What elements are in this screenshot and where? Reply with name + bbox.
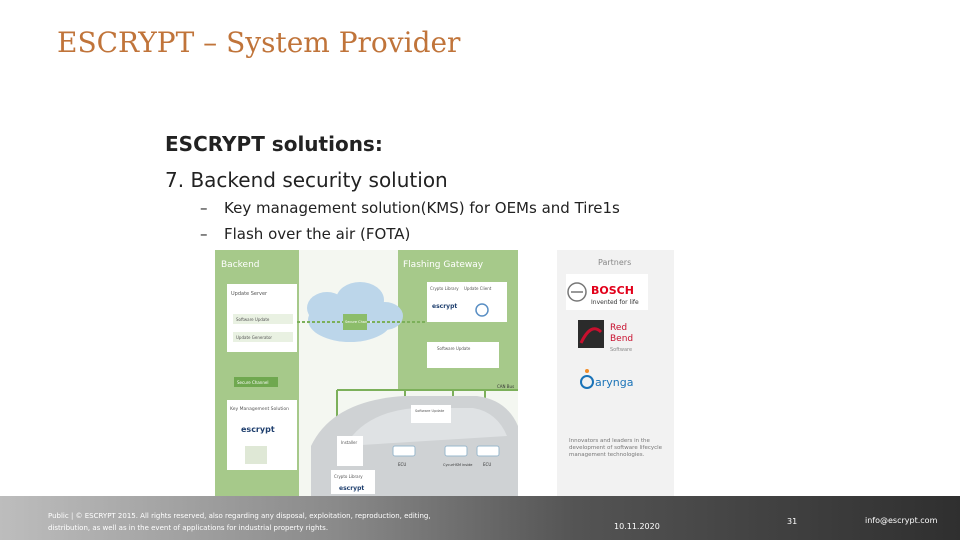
bosch-logo-icon	[567, 282, 587, 302]
backend-software-update: Software Update	[236, 317, 270, 322]
red-bend-logo-icon	[578, 320, 604, 348]
red-bend-line1: Red	[610, 323, 627, 333]
footer-legal-line1: Public | © ESCRYPT 2015. All rights rese…	[48, 512, 431, 520]
secure-channel-bar	[234, 377, 278, 387]
bullet-dash: –	[200, 199, 208, 217]
arynga-logo-icon	[580, 369, 594, 389]
footer-email: info@escrypt.com	[865, 516, 938, 525]
bullet-dash: –	[200, 225, 208, 243]
partners-title: Partners	[598, 258, 631, 267]
ecu-mid-label: CycurHSM inside	[443, 463, 472, 467]
crypto-library-label: Crypto Library	[430, 286, 459, 291]
partners-panel: Partners BOSCH Invented for life Red Ben…	[557, 250, 674, 496]
ecu-chip-icon	[392, 445, 500, 457]
bullet-fota-text: Flash over the air (FOTA)	[224, 225, 411, 243]
gateway-escrypt-logo: escrypt	[432, 303, 457, 310]
bosch-name: BOSCH	[591, 284, 634, 297]
ecu-left-label: ECU	[398, 462, 406, 467]
bullet-kms-text: Key management solution(KMS) for OEMs an…	[224, 199, 620, 217]
secure-channel-label: Secure Channel	[237, 380, 268, 385]
car-software-update-label: Software Update	[415, 409, 444, 413]
fota-architecture-diagram: Backend Update Server Software Update Up…	[215, 250, 518, 496]
arynga-name: arynga	[595, 376, 633, 389]
ecu-right-label: ECU	[483, 462, 491, 467]
flashing-gateway-label: Flashing Gateway	[403, 260, 484, 270]
gateway-software-update-label: Software Update	[437, 346, 471, 351]
bullet-kms: –Key management solution(KMS) for OEMs a…	[200, 199, 620, 217]
red-bend-line3: Software	[610, 347, 632, 353]
red-bend-line2: Bend	[610, 334, 633, 344]
footer-legal: Public | © ESCRYPT 2015. All rights rese…	[48, 510, 431, 534]
update-server-label: Update Server	[231, 291, 268, 297]
partners-description: Innovators and leaders in the developmen…	[569, 438, 663, 458]
footer-legal-line2: distribution, as well as in the event of…	[48, 524, 329, 532]
car-escrypt-logo: escrypt	[339, 485, 364, 492]
solutions-heading: ESCRYPT solutions:	[165, 132, 383, 156]
update-client-label: Update Client	[464, 286, 492, 291]
installer-label: Installer	[341, 440, 358, 445]
kms-escrypt-logo: escrypt	[241, 425, 275, 434]
car-crypto-library-label: Crypto Library	[334, 474, 363, 479]
backend-solution-heading: 7. Backend security solution	[165, 168, 448, 192]
cloud-secure-channel-label: Secure Channel	[345, 320, 373, 324]
footer-bar	[0, 496, 960, 540]
footer-page-number: 31	[787, 517, 798, 526]
footer-date: 10.11.2020	[614, 522, 660, 531]
slide-title: ESCRYPT – System Provider	[57, 26, 461, 59]
update-generator-label: Update Generator	[236, 335, 272, 340]
can-bus-label: CAN Bus	[497, 384, 514, 389]
key-management-label: Key Management Solution	[230, 406, 289, 412]
bosch-tagline: Invented for life	[591, 299, 639, 306]
bullet-fota: –Flash over the air (FOTA)	[200, 225, 410, 243]
backend-label: Backend	[221, 260, 259, 270]
